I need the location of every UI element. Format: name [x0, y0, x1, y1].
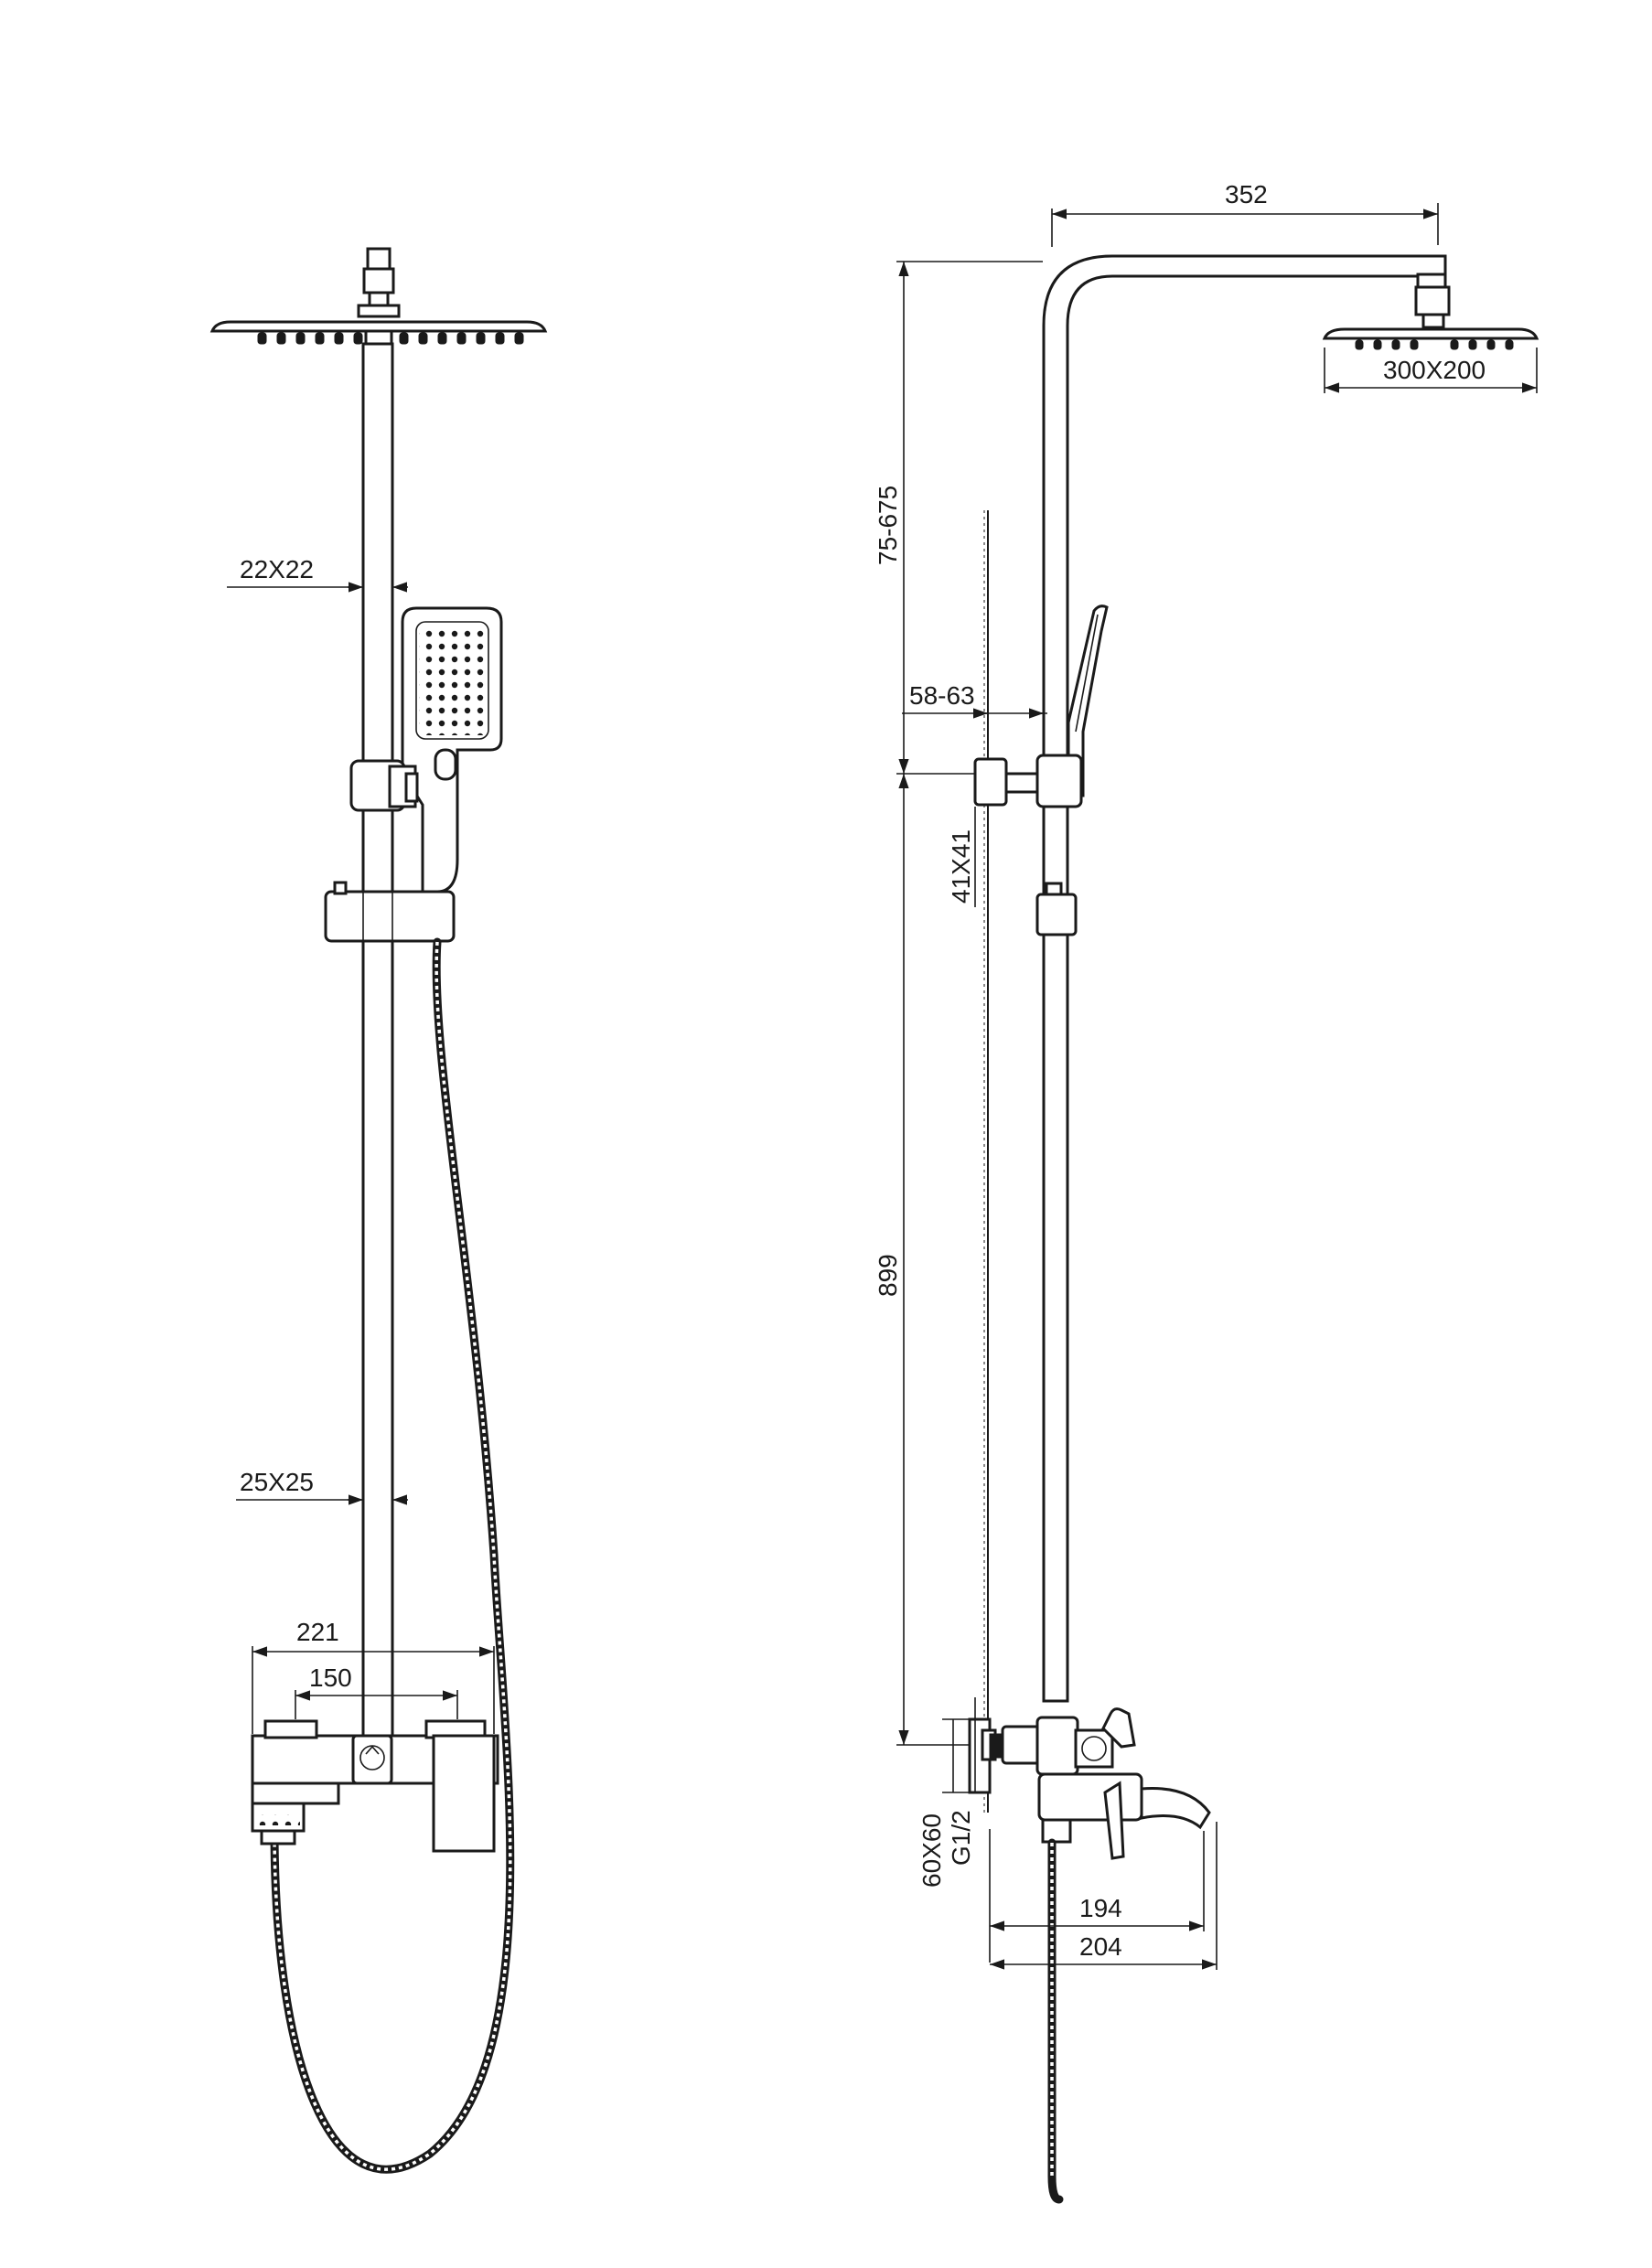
front-dim-221: 221	[252, 1618, 495, 1734]
dim-upper-bar: 22X22	[240, 555, 314, 583]
side-rain-head	[1322, 273, 1539, 350]
dim-thread: G1/2	[947, 1810, 975, 1866]
side-dim-204: 204	[990, 1822, 1218, 1970]
dim-head-size: 300X200	[1383, 356, 1486, 384]
dim-wall-bracket: 58-63	[909, 681, 975, 710]
side-mixer	[968, 1707, 1211, 1860]
side-dim-60x60: 60X60 G1/2	[917, 1697, 976, 1888]
side-wall	[983, 510, 989, 1813]
front-column	[361, 342, 394, 1738]
dim-arm-length: 352	[1225, 180, 1268, 209]
front-hand-shower	[401, 606, 503, 893]
dim-lower-bar: 25X25	[240, 1468, 314, 1496]
front-slider	[324, 881, 456, 943]
side-dim-height: 75-675 899	[874, 261, 1043, 1746]
front-dim-22x22: 22X22	[227, 555, 408, 593]
side-hand-shower	[1067, 604, 1109, 797]
dim-column-height: 899	[874, 1254, 902, 1297]
dim-bracket-size: 41X41	[947, 829, 975, 904]
front-head-nozzles	[257, 332, 524, 345]
side-hose	[1047, 1838, 1064, 2204]
side-dim-41x41: 41X41	[947, 807, 976, 907]
front-hose	[270, 937, 515, 2174]
dim-spout-204: 204	[1079, 1932, 1122, 1961]
front-top-connector	[357, 247, 401, 318]
side-column-arm	[1042, 254, 1447, 1703]
side-dim-300x200: 300X200	[1324, 348, 1538, 393]
front-mixer	[251, 1719, 499, 1853]
front-view: 22X22 25X25 221 150	[209, 247, 548, 2174]
side-slider	[1035, 882, 1078, 936]
side-wall-bracket	[973, 754, 1083, 808]
side-dim-58-63: 58-63	[902, 681, 1047, 719]
dim-height-adjust: 75-675	[874, 486, 902, 565]
front-dim-25x25: 25X25	[236, 1468, 408, 1505]
side-dim-194: 194	[989, 1829, 1205, 1963]
dim-mixer-center: 150	[309, 1664, 352, 1692]
dim-mixer-plate: 60X60	[917, 1813, 946, 1888]
side-dim-352: 352	[1051, 180, 1439, 247]
front-rain-head	[209, 320, 548, 346]
dim-mixer-width: 221	[296, 1618, 339, 1646]
front-dim-150: 150	[295, 1664, 458, 1719]
side-view: 352 300X200 75-675 899 58-63 41X41	[874, 180, 1539, 2204]
side-head-nozzles	[1355, 339, 1514, 350]
dim-spout-194: 194	[1079, 1894, 1122, 1922]
front-upper-holder	[349, 759, 419, 812]
